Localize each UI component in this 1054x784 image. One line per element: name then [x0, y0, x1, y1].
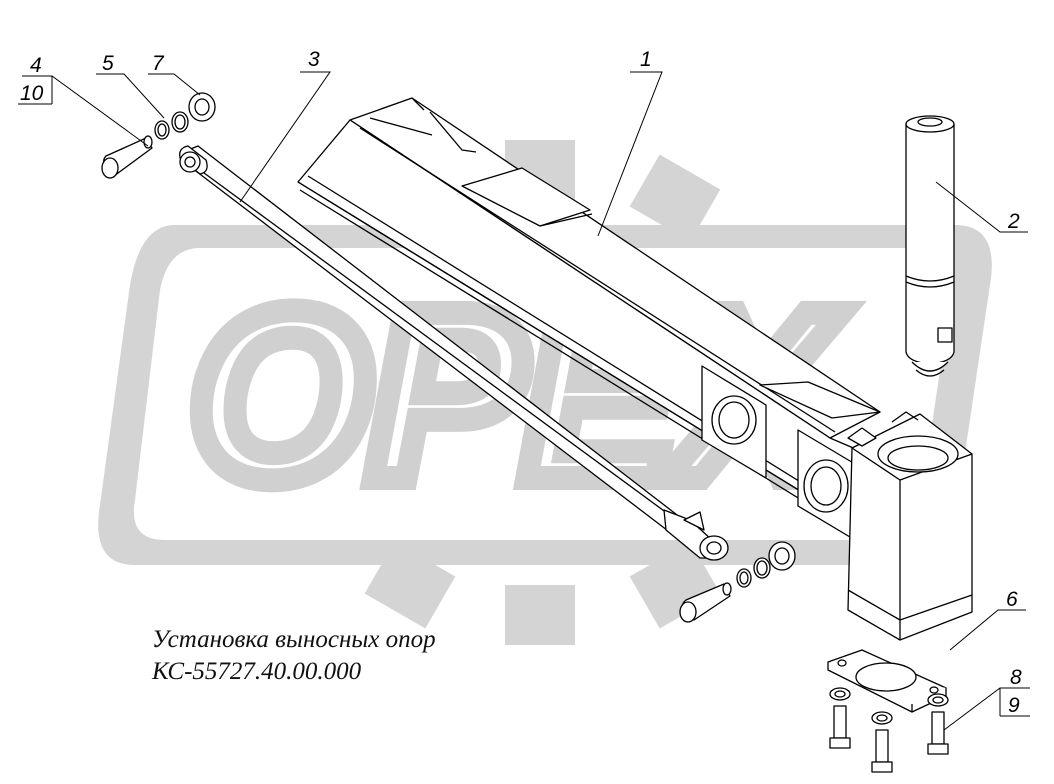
- caption-part-number: КС-55727.40.00.000: [152, 658, 362, 685]
- rings-upper: [154, 92, 216, 140]
- bolt-left: [829, 687, 851, 749]
- base-plate: [827, 649, 947, 713]
- callout-10: 10: [20, 82, 44, 105]
- callout-8: 8: [1010, 666, 1022, 689]
- horizontal-cylinder: [179, 145, 729, 561]
- callout-1: 1: [640, 48, 652, 71]
- rings-lower: [736, 541, 796, 588]
- bolt-right: [927, 693, 949, 755]
- leader-lines: [18, 71, 1030, 731]
- callout-2: 2: [1007, 210, 1020, 233]
- vertical-cylinder: [905, 115, 955, 377]
- callout-4: 4: [30, 54, 42, 77]
- callout-5: 5: [102, 52, 114, 75]
- caption-title: Установка выносных опор: [152, 626, 436, 653]
- callout-6: 6: [1006, 588, 1018, 611]
- callout-7: 7: [152, 52, 165, 75]
- callout-9: 9: [1008, 694, 1020, 717]
- outrigger-beam: [297, 97, 973, 641]
- pin-upper: [101, 135, 153, 179]
- callout-labels: 1 2 3 4 10 5 7 6 8 9: [20, 48, 1022, 717]
- bolt-middle: [871, 711, 893, 773]
- pin-lower: [679, 582, 732, 623]
- callout-3: 3: [308, 48, 320, 71]
